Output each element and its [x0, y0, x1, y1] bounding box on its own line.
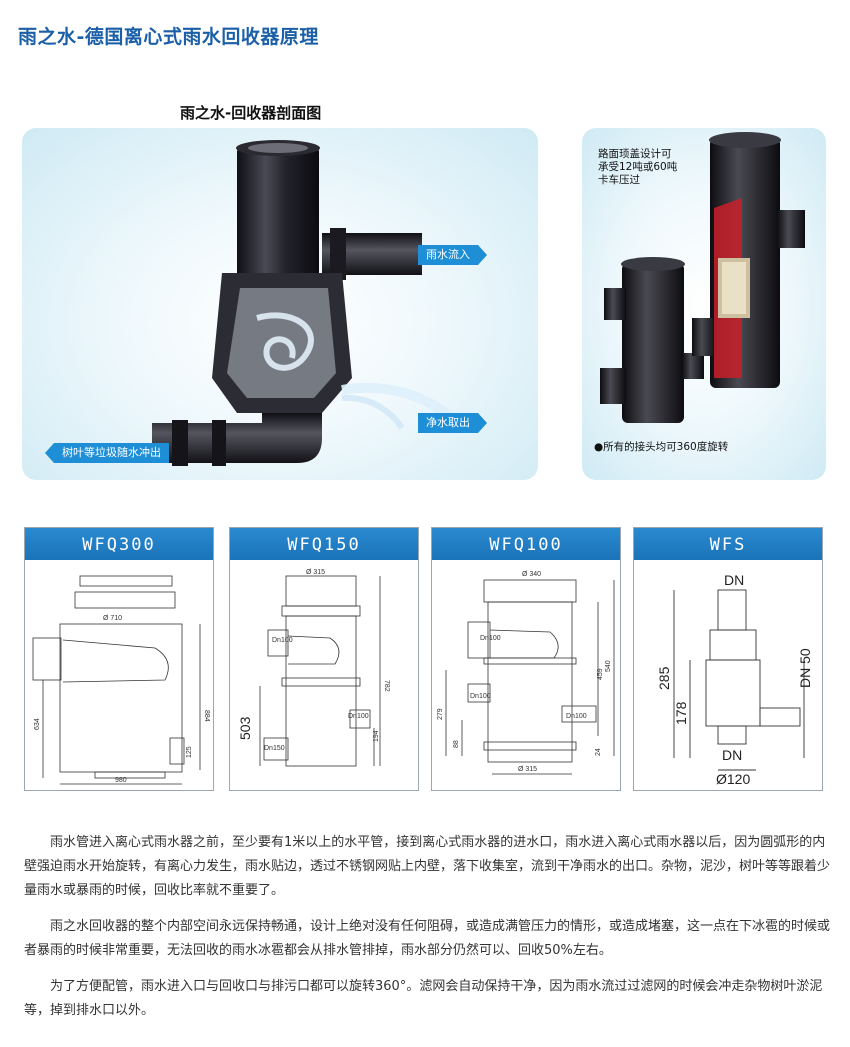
model-title: WFQ100 [432, 528, 620, 560]
dim-h-body: 634 [34, 718, 41, 730]
cover-note-line-2: 承受12吨或60吨 [598, 161, 678, 173]
product-drawing [600, 132, 805, 423]
dim-h-mid: 459 [597, 668, 604, 680]
dim-h-base: 194 [373, 730, 380, 742]
model-card-wfs: WFS DN 285 178 DN 50 DN Ø120 [633, 527, 823, 791]
dim-h-base: 24 [595, 748, 602, 756]
inflow-callout: 雨水流入 [418, 245, 487, 265]
clean-water-callout: 净水取出 [418, 413, 487, 433]
page-title: 雨之水-德国离心式雨水回收器原理 [18, 26, 319, 48]
product-photo-panel: 路面顼盖设计可 承受12吨或60吨 卡车压过 ●所有的接头均可360度旋转 [582, 128, 826, 480]
dim-inlet: Dn100 [272, 637, 293, 644]
dim-outlet-waste: Dn150 [264, 745, 285, 752]
cover-load-note: 路面顼盖设计可 承受12吨或60吨 卡车压过 [598, 148, 677, 187]
joint-rotation-note: ●所有的接头均可360度旋转 [594, 441, 729, 453]
dim-d-bottom: Ø 315 [518, 766, 537, 773]
wfs-drawing: DN 285 178 DN 50 DN Ø120 [656, 572, 813, 787]
paragraph-design: 雨之水回收器的整个内部空间永远保持畅通，设计上绝对没有任何阻碍，或造成满管压力的… [24, 919, 831, 958]
model-card-wfq300: WFQ300 Ø 710 884 634 125 980 [24, 527, 214, 791]
dim-d-top: Ø 710 [103, 615, 122, 622]
dim-h-total: 540 [605, 660, 612, 672]
cutaway-illustration: 雨水流入 净水取出 树叶等垃圾随水冲出 [22, 128, 538, 480]
dim-h-lower: 503 [237, 716, 253, 740]
dim-dn-bottom: DN [722, 747, 742, 763]
model-card-wfq100: WFQ100 Ø 340 Dn100 540 459 279 88 Dn100 … [431, 527, 621, 791]
dim-h-mid: 178 [673, 701, 689, 725]
dim-h-total: 782 [383, 680, 390, 692]
section-title: 雨之水-回收器剖面图 [180, 104, 322, 122]
dim-outlet-b: Dn100 [566, 713, 587, 720]
dim-dn-top: DN [724, 572, 744, 588]
dim-d-top: Ø 340 [522, 571, 541, 578]
dim-h-low: 88 [453, 740, 460, 748]
paragraph-rotation: 为了方便配管，雨水进入口与回收口与排污口都可以旋转360°。滤网会自动保持干净，… [24, 979, 823, 1018]
wfq300-drawing: Ø 710 884 634 125 980 [32, 575, 210, 785]
wfq100-drawing: Ø 340 Dn100 540 459 279 88 Dn100 Dn100 2… [437, 571, 615, 775]
cover-note-line-1: 路面顼盖设计可 [598, 148, 672, 160]
model-title: WFQ150 [230, 528, 418, 560]
dim-d-top: Ø 315 [306, 569, 325, 576]
paragraph-intro: 雨水管进入离心式雨水器之前，至少要有1米以上的水平管，接到离心式雨水器的进水口，… [24, 835, 831, 898]
dim-h-side: 279 [437, 708, 444, 720]
model-title: WFQ300 [25, 528, 213, 560]
dim-d-bottom: Ø120 [716, 771, 750, 787]
dim-inlet: Dn100 [480, 635, 501, 642]
wfq150-drawing: Ø 315 Dn100 782 503 Dn100 Dn150 194 [237, 569, 390, 767]
debris-callout: 树叶等垃圾随水冲出 [45, 443, 169, 463]
dim-h-total: 884 [203, 710, 210, 722]
model-title: WFS [634, 528, 822, 560]
dim-outlet-a: Dn100 [470, 693, 491, 700]
dim-outlet-clean: Dn100 [348, 713, 369, 720]
dim-dn-side: DN 50 [797, 648, 813, 688]
dim-width: 980 [115, 777, 127, 784]
dim-h-outlet: 125 [186, 746, 193, 758]
cover-note-line-3: 卡车压过 [598, 174, 640, 186]
cutaway-drawing [152, 140, 456, 466]
dim-h-total: 285 [656, 666, 672, 690]
model-card-wfq150: WFQ150 Ø 315 Dn100 782 503 Dn100 Dn150 1… [229, 527, 419, 791]
